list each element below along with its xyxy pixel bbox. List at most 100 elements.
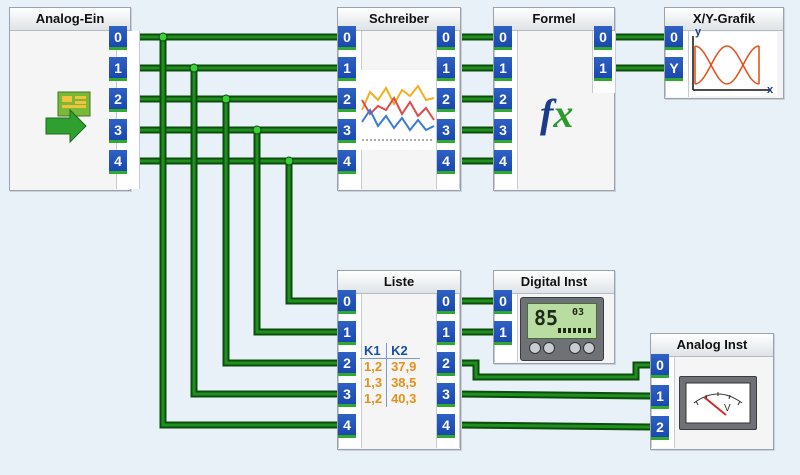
device-button <box>543 342 555 354</box>
formel-output-port-1[interactable]: 1 <box>594 57 612 81</box>
column-header-k2: K2 <box>391 343 408 358</box>
table-header-row: K1 K2 <box>360 343 421 359</box>
formula-symbol: fx <box>540 90 573 137</box>
table-row: 1,3 38,5 <box>360 375 420 391</box>
block-title: Digital Inst <box>494 271 614 294</box>
chart-recorder-icon <box>360 70 436 155</box>
liste-input-port-0[interactable]: 0 <box>338 290 356 314</box>
wire-junctions <box>158 32 294 166</box>
analog-inst-input-port-2[interactable]: 2 <box>651 416 669 440</box>
device-button <box>569 342 581 354</box>
wire-ein-liste-1-outline <box>190 68 338 398</box>
formel-input-port-0[interactable]: 0 <box>494 26 512 50</box>
block-digital-inst[interactable]: Digital Inst 85 03 <box>493 270 615 364</box>
block-analog-inst[interactable]: Analog Inst V <box>650 333 774 450</box>
block-title: Analog-Ein <box>10 8 130 31</box>
block-title: X/Y-Grafik <box>665 8 783 31</box>
analog-inst-input-port-1[interactable]: 1 <box>651 385 669 409</box>
schreiber-output-port-0[interactable]: 0 <box>437 26 455 50</box>
schreiber-input-port-2[interactable]: 2 <box>338 88 356 112</box>
table-row: 1,2 37,9 <box>360 358 420 375</box>
schreiber-output-port-1[interactable]: 1 <box>437 57 455 81</box>
wire-ein-liste-4-outline <box>285 161 338 305</box>
wire-ein-liste-2[interactable] <box>224 99 338 365</box>
lcd-screen: 85 03 <box>527 303 597 339</box>
wire-junction-2 <box>221 94 231 104</box>
cell-k2: 38,5 <box>391 375 417 390</box>
formula-f: f <box>540 91 554 136</box>
table-row: 1,2 40,3 <box>360 391 420 407</box>
liste-output-port-0[interactable]: 0 <box>437 290 455 314</box>
lcd-small-value: 03 <box>572 307 585 318</box>
schreiber-output-port-4[interactable]: 4 <box>437 150 455 174</box>
analog-meter-icon: V <box>679 376 757 430</box>
formel-input-port-2[interactable]: 2 <box>494 88 512 112</box>
axis-y-label: y <box>695 26 702 38</box>
device-button <box>529 342 541 354</box>
wire-junction-3 <box>252 125 262 135</box>
block-title: Analog Inst <box>651 334 773 357</box>
formel-input-port-3[interactable]: 3 <box>494 119 512 143</box>
block-xy-grafik[interactable]: X/Y-Grafik y x <box>664 7 784 99</box>
device-button <box>583 342 595 354</box>
lcd-main-value: 85 <box>534 306 559 330</box>
cell-k2: 40,3 <box>391 391 417 406</box>
liste-output-port-4[interactable]: 4 <box>437 414 455 438</box>
wire-liste-analog-0-outline <box>455 359 651 381</box>
liste-output-port-3[interactable]: 3 <box>437 383 455 407</box>
schreiber-input-port-3[interactable]: 3 <box>338 119 356 143</box>
wire-ein-liste-1[interactable] <box>192 68 338 396</box>
formula-x: x <box>553 91 574 136</box>
digital-inst-input-port-1[interactable]: 1 <box>494 321 512 345</box>
wire-junction-1 <box>189 63 199 73</box>
schreiber-input-port-1[interactable]: 1 <box>338 57 356 81</box>
analog-ein-output-port-3[interactable]: 3 <box>109 119 127 143</box>
liste-input-port-1[interactable]: 1 <box>338 321 356 345</box>
connection-wires <box>129 33 665 431</box>
wire-liste-analog-0[interactable] <box>455 361 651 379</box>
formel-output-port-0[interactable]: 0 <box>594 26 612 50</box>
lcd-bar <box>558 328 592 333</box>
cell-k1: 1,3 <box>360 375 388 391</box>
device-buttons <box>529 342 595 354</box>
digital-inst-input-port-0[interactable]: 0 <box>494 290 512 314</box>
wire-ein-liste-4[interactable] <box>287 161 338 303</box>
wire-junction-0 <box>158 32 168 42</box>
xy-plot-icon: y x <box>689 26 777 101</box>
schreiber-input-port-0[interactable]: 0 <box>338 26 356 50</box>
digital-display-icon: 85 03 <box>520 297 604 361</box>
cell-k2: 37,9 <box>391 359 417 374</box>
wire-ein-liste-0[interactable] <box>161 37 338 427</box>
analog-ein-output-port-4[interactable]: 4 <box>109 150 127 174</box>
axis-x-label: x <box>767 84 774 96</box>
schreiber-output-port-2[interactable]: 2 <box>437 88 455 112</box>
liste-output-port-1[interactable]: 1 <box>437 321 455 345</box>
wire-junction-4 <box>284 156 294 166</box>
cell-k1: 1,2 <box>360 391 388 407</box>
schreiber-output-port-3[interactable]: 3 <box>437 119 455 143</box>
formel-input-port-1[interactable]: 1 <box>494 57 512 81</box>
liste-table: K1 K2 1,2 37,9 1,3 38,5 1,2 40,3 <box>360 343 421 407</box>
wire-ein-liste-0-outline <box>159 37 338 429</box>
analog-input-icon <box>42 88 100 151</box>
block-title: Formel <box>494 8 614 31</box>
xy-grafik-input-port-0[interactable]: 0 <box>665 26 683 50</box>
xy-grafik-input-port-1[interactable]: Y <box>665 57 683 81</box>
analog-ein-output-port-2[interactable]: 2 <box>109 88 127 112</box>
liste-input-port-2[interactable]: 2 <box>338 352 356 376</box>
column-header-k1: K1 <box>360 343 388 359</box>
liste-input-port-4[interactable]: 4 <box>338 414 356 438</box>
liste-output-port-2[interactable]: 2 <box>437 352 455 376</box>
block-title: Liste <box>338 271 460 294</box>
values-table: K1 K2 1,2 37,9 1,3 38,5 1,2 40,3 <box>360 343 421 407</box>
analog-ein-output-port-0[interactable]: 0 <box>109 26 127 50</box>
analog-inst-input-port-0[interactable]: 0 <box>651 354 669 378</box>
schreiber-input-port-4[interactable]: 4 <box>338 150 356 174</box>
formel-input-port-4[interactable]: 4 <box>494 150 512 174</box>
wire-ein-liste-3[interactable] <box>255 130 338 334</box>
wire-liste-analog-2[interactable] <box>454 423 652 429</box>
analog-ein-output-port-1[interactable]: 1 <box>109 57 127 81</box>
liste-input-port-3[interactable]: 3 <box>338 383 356 407</box>
wire-liste-analog-1[interactable] <box>454 392 652 398</box>
